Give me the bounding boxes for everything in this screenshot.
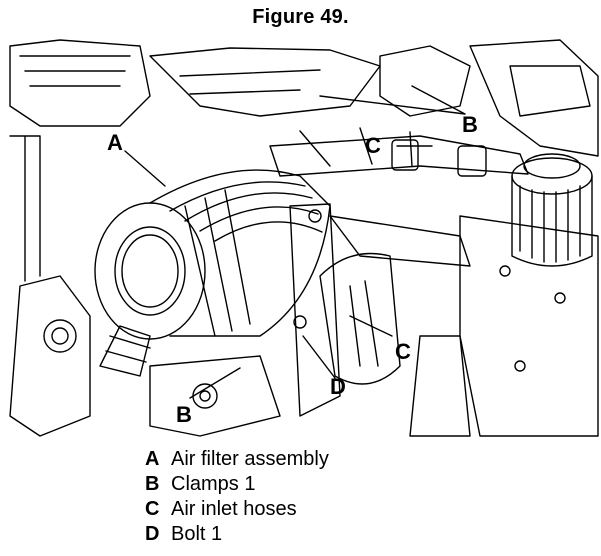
legend-key: A — [145, 448, 160, 470]
callout-b-top: B — [462, 112, 478, 137]
legend-item: A Air filter assembly — [145, 448, 329, 473]
legend-item: C Air inlet hoses — [145, 498, 329, 523]
legend-text: Air inlet hoses — [171, 498, 297, 520]
legend-text: Clamps 1 — [171, 473, 256, 495]
engine-illustration: A B C C D B — [2, 38, 599, 438]
legend-key: C — [145, 498, 160, 520]
legend-text: Air filter assembly — [171, 448, 329, 470]
legend-key: B — [145, 473, 160, 495]
legend-key: D — [145, 523, 160, 545]
legend-item: B Clamps 1 — [145, 473, 329, 498]
legend-item: D Bolt 1 — [145, 523, 329, 548]
callout-c-right: C — [395, 339, 411, 364]
figure-legend: A Air filter assembly B Clamps 1 C Air i… — [145, 448, 329, 548]
figure-title: Figure 49. — [252, 6, 349, 28]
callout-c-top: C — [365, 133, 381, 158]
callout-a: A — [107, 130, 123, 155]
callout-b-bottom: B — [176, 402, 192, 427]
legend-text: Bolt 1 — [171, 523, 223, 545]
callout-d: D — [330, 374, 346, 399]
